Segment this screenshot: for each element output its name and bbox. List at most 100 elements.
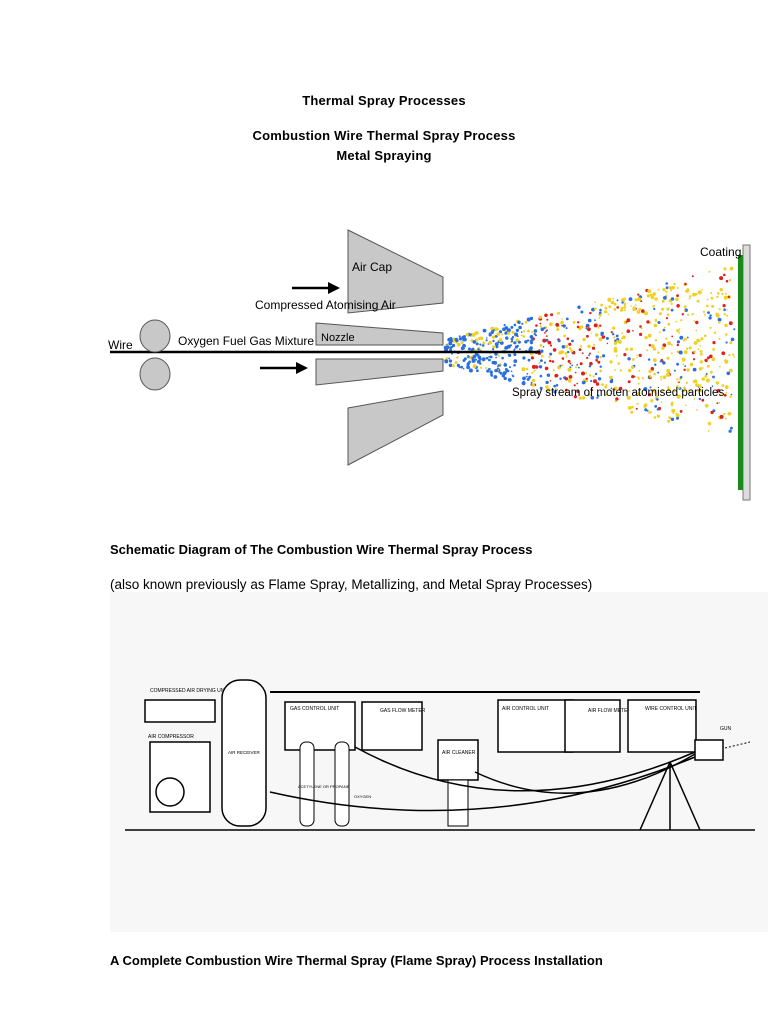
spray-particle [654,363,657,366]
spray-particle [693,358,696,361]
spray-particle [612,297,615,300]
air-receiver [221,679,267,827]
spray-particle [445,345,450,350]
spray-particle [541,354,544,358]
spray-particle [506,369,510,373]
spray-particle [526,377,530,381]
spray-particle [728,429,732,433]
spray-particle [585,326,588,328]
spray-particle [452,343,456,348]
spray-particle [488,358,491,362]
spray-particle [723,313,726,316]
spray-particle [622,335,626,339]
spray-particle [698,397,701,401]
spray-particle [615,334,619,338]
spray-particle [468,368,473,373]
spray-particle [513,323,517,327]
spray-particle [449,337,453,341]
spray-particle [678,332,681,334]
spray-particle [636,354,638,356]
spray-particle [710,410,714,415]
spray-particle [666,307,670,311]
spray-particle [717,317,722,322]
spray-particle [719,414,724,419]
spray-particle [646,409,649,412]
spray-particle [660,378,663,381]
spray-particle [676,394,681,399]
spray-particle [656,408,659,411]
spray-particle [549,344,553,347]
spray-particle [481,357,486,361]
spray-particle [712,341,716,345]
spray-particle [538,315,543,319]
spray-particle [729,395,732,398]
spray-particle [488,356,490,358]
spray-particle [614,369,616,371]
spray-particle [676,362,679,366]
spray-particle [569,376,572,378]
svg-text:GAS CONTROL UNIT: GAS CONTROL UNIT [290,706,339,712]
spray-particle [456,363,460,367]
spray-particle [657,321,661,324]
spray-particle [531,383,535,387]
spray-particle [600,331,604,336]
spray-particle [681,313,684,316]
spray-particle [599,308,602,312]
spray-particle [623,306,627,309]
spray-particle [627,380,631,384]
spray-particle [654,391,657,394]
spray-particle [546,318,549,321]
spray-particle [716,388,721,393]
spray-particle [670,302,673,305]
spray-particle [476,369,479,373]
spray-particle [595,355,599,359]
spray-particle [549,359,552,363]
spray-particle [733,328,736,331]
spray-particle [693,341,698,345]
spray-particle [676,340,681,344]
spray-particle [482,341,486,345]
spray-particle [680,319,683,322]
spray-particle [696,408,698,411]
spray-particle [648,344,651,347]
spray-particle [590,395,595,400]
spray-particle [676,294,679,297]
svg-text:AIR RECEIVER: AIR RECEIVER [228,750,261,755]
spray-particle [663,296,667,300]
spray-particle [474,331,477,335]
spray-particle [616,339,619,342]
spray-particle [723,308,726,311]
spray-particle [472,364,477,369]
spray-particle [545,385,549,389]
spray-particle [613,302,617,306]
spray-particle [724,359,728,363]
spray-particle [567,350,570,354]
spray-particle [502,327,506,331]
spray-particle [587,393,591,397]
spray-particle [732,353,735,356]
spray-particle [477,348,480,351]
spray-particle [530,338,534,342]
spray-particle [576,364,579,366]
spray-particle [658,312,662,316]
spray-particle [575,366,578,369]
spray-particle [671,335,674,338]
spray-particle [538,362,541,364]
spray-particle [590,332,592,334]
spray-particle [561,364,564,367]
spray-particle [625,320,628,323]
spray-particle [573,395,577,399]
spray-particle [574,371,577,374]
spray-particle [501,333,504,336]
spray-particle [711,385,714,387]
svg-text:AIR CLEANER: AIR CLEANER [442,750,476,756]
spray-particle [640,327,643,330]
spray-particle [708,316,712,320]
spray-particle [626,390,629,392]
spray-particle [607,313,610,316]
spray-particle [661,299,665,303]
spray-particle [648,411,651,414]
spray-particle [475,338,479,342]
spray-particle [662,328,666,332]
spray-particle [654,297,658,301]
